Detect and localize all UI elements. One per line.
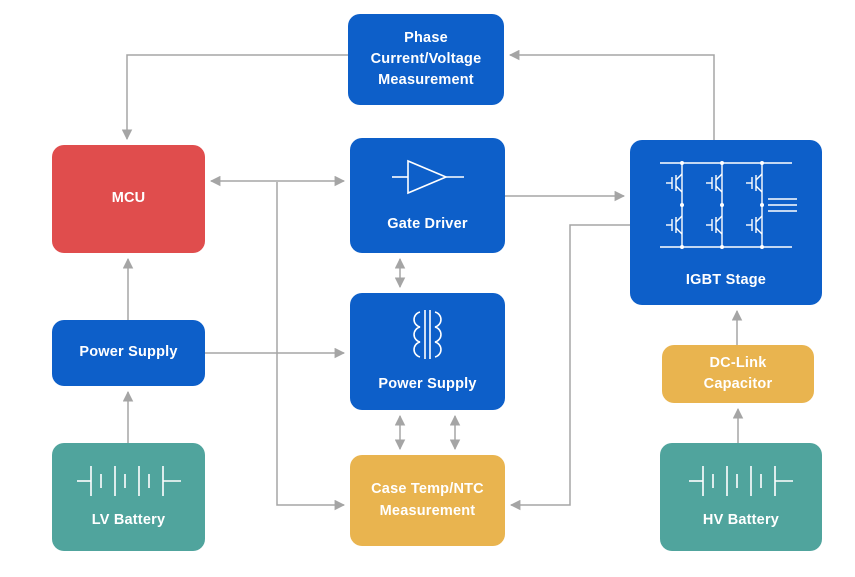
block-igbt-stage: IGBT Stage [630, 140, 822, 305]
arrow-mcu-casetemp [276, 182, 346, 511]
hv-battery-label: HV Battery [702, 511, 780, 528]
igbt-stage-label: IGBT Stage [685, 272, 767, 289]
block-power-supply-left: Power Supply [52, 320, 205, 386]
block-power-supply-center: Power Supply [350, 293, 505, 410]
lv-battery-label: LV Battery [91, 511, 166, 528]
phase-label-line-1: Phase [404, 29, 448, 46]
opamp-icon [391, 159, 464, 195]
dc-link-capacitor-label: DC-Link Capacitor [704, 353, 773, 395]
gate-driver-label: Gate Driver [387, 215, 468, 232]
arrow-phase-mcu [121, 54, 348, 141]
case-temp-label-line-1: Case Temp/NTC [371, 481, 484, 498]
block-gate-driver: Gate Driver [350, 138, 505, 253]
block-hv-battery: HV Battery [660, 443, 822, 551]
mcu-label: MCU [111, 190, 146, 207]
power-supply-center-label: Power Supply [378, 376, 477, 393]
igbt-bridge-icon [660, 161, 797, 250]
dc-link-label-line-1: DC-Link [709, 354, 767, 371]
dc-link-label-line-2: Capacitor [703, 376, 773, 392]
arrow-igbt-casetemp [509, 224, 630, 511]
battery-icon [689, 465, 793, 496]
phase-label-line-2: Current/Voltage [370, 50, 482, 67]
block-lv-battery: LV Battery [52, 443, 205, 551]
power-supply-left-label: Power Supply [79, 344, 178, 361]
phase-measurement-label: Phase Current/Voltage Measurement [371, 28, 482, 91]
transformer-icon [412, 310, 442, 360]
phase-label-line-3: Measurement [378, 72, 474, 88]
block-case-temp-ntc: Case Temp/NTC Measurement [350, 455, 505, 546]
block-dc-link-capacitor: DC-Link Capacitor [662, 345, 814, 403]
block-mcu: MCU [52, 145, 205, 253]
arrow-igbt-phase [508, 49, 715, 140]
case-temp-ntc-label: Case Temp/NTC Measurement [371, 479, 484, 521]
block-phase-measurement: Phase Current/Voltage Measurement [348, 14, 504, 105]
battery-icon [76, 465, 181, 496]
case-temp-label-line-2: Measurement [379, 502, 476, 519]
